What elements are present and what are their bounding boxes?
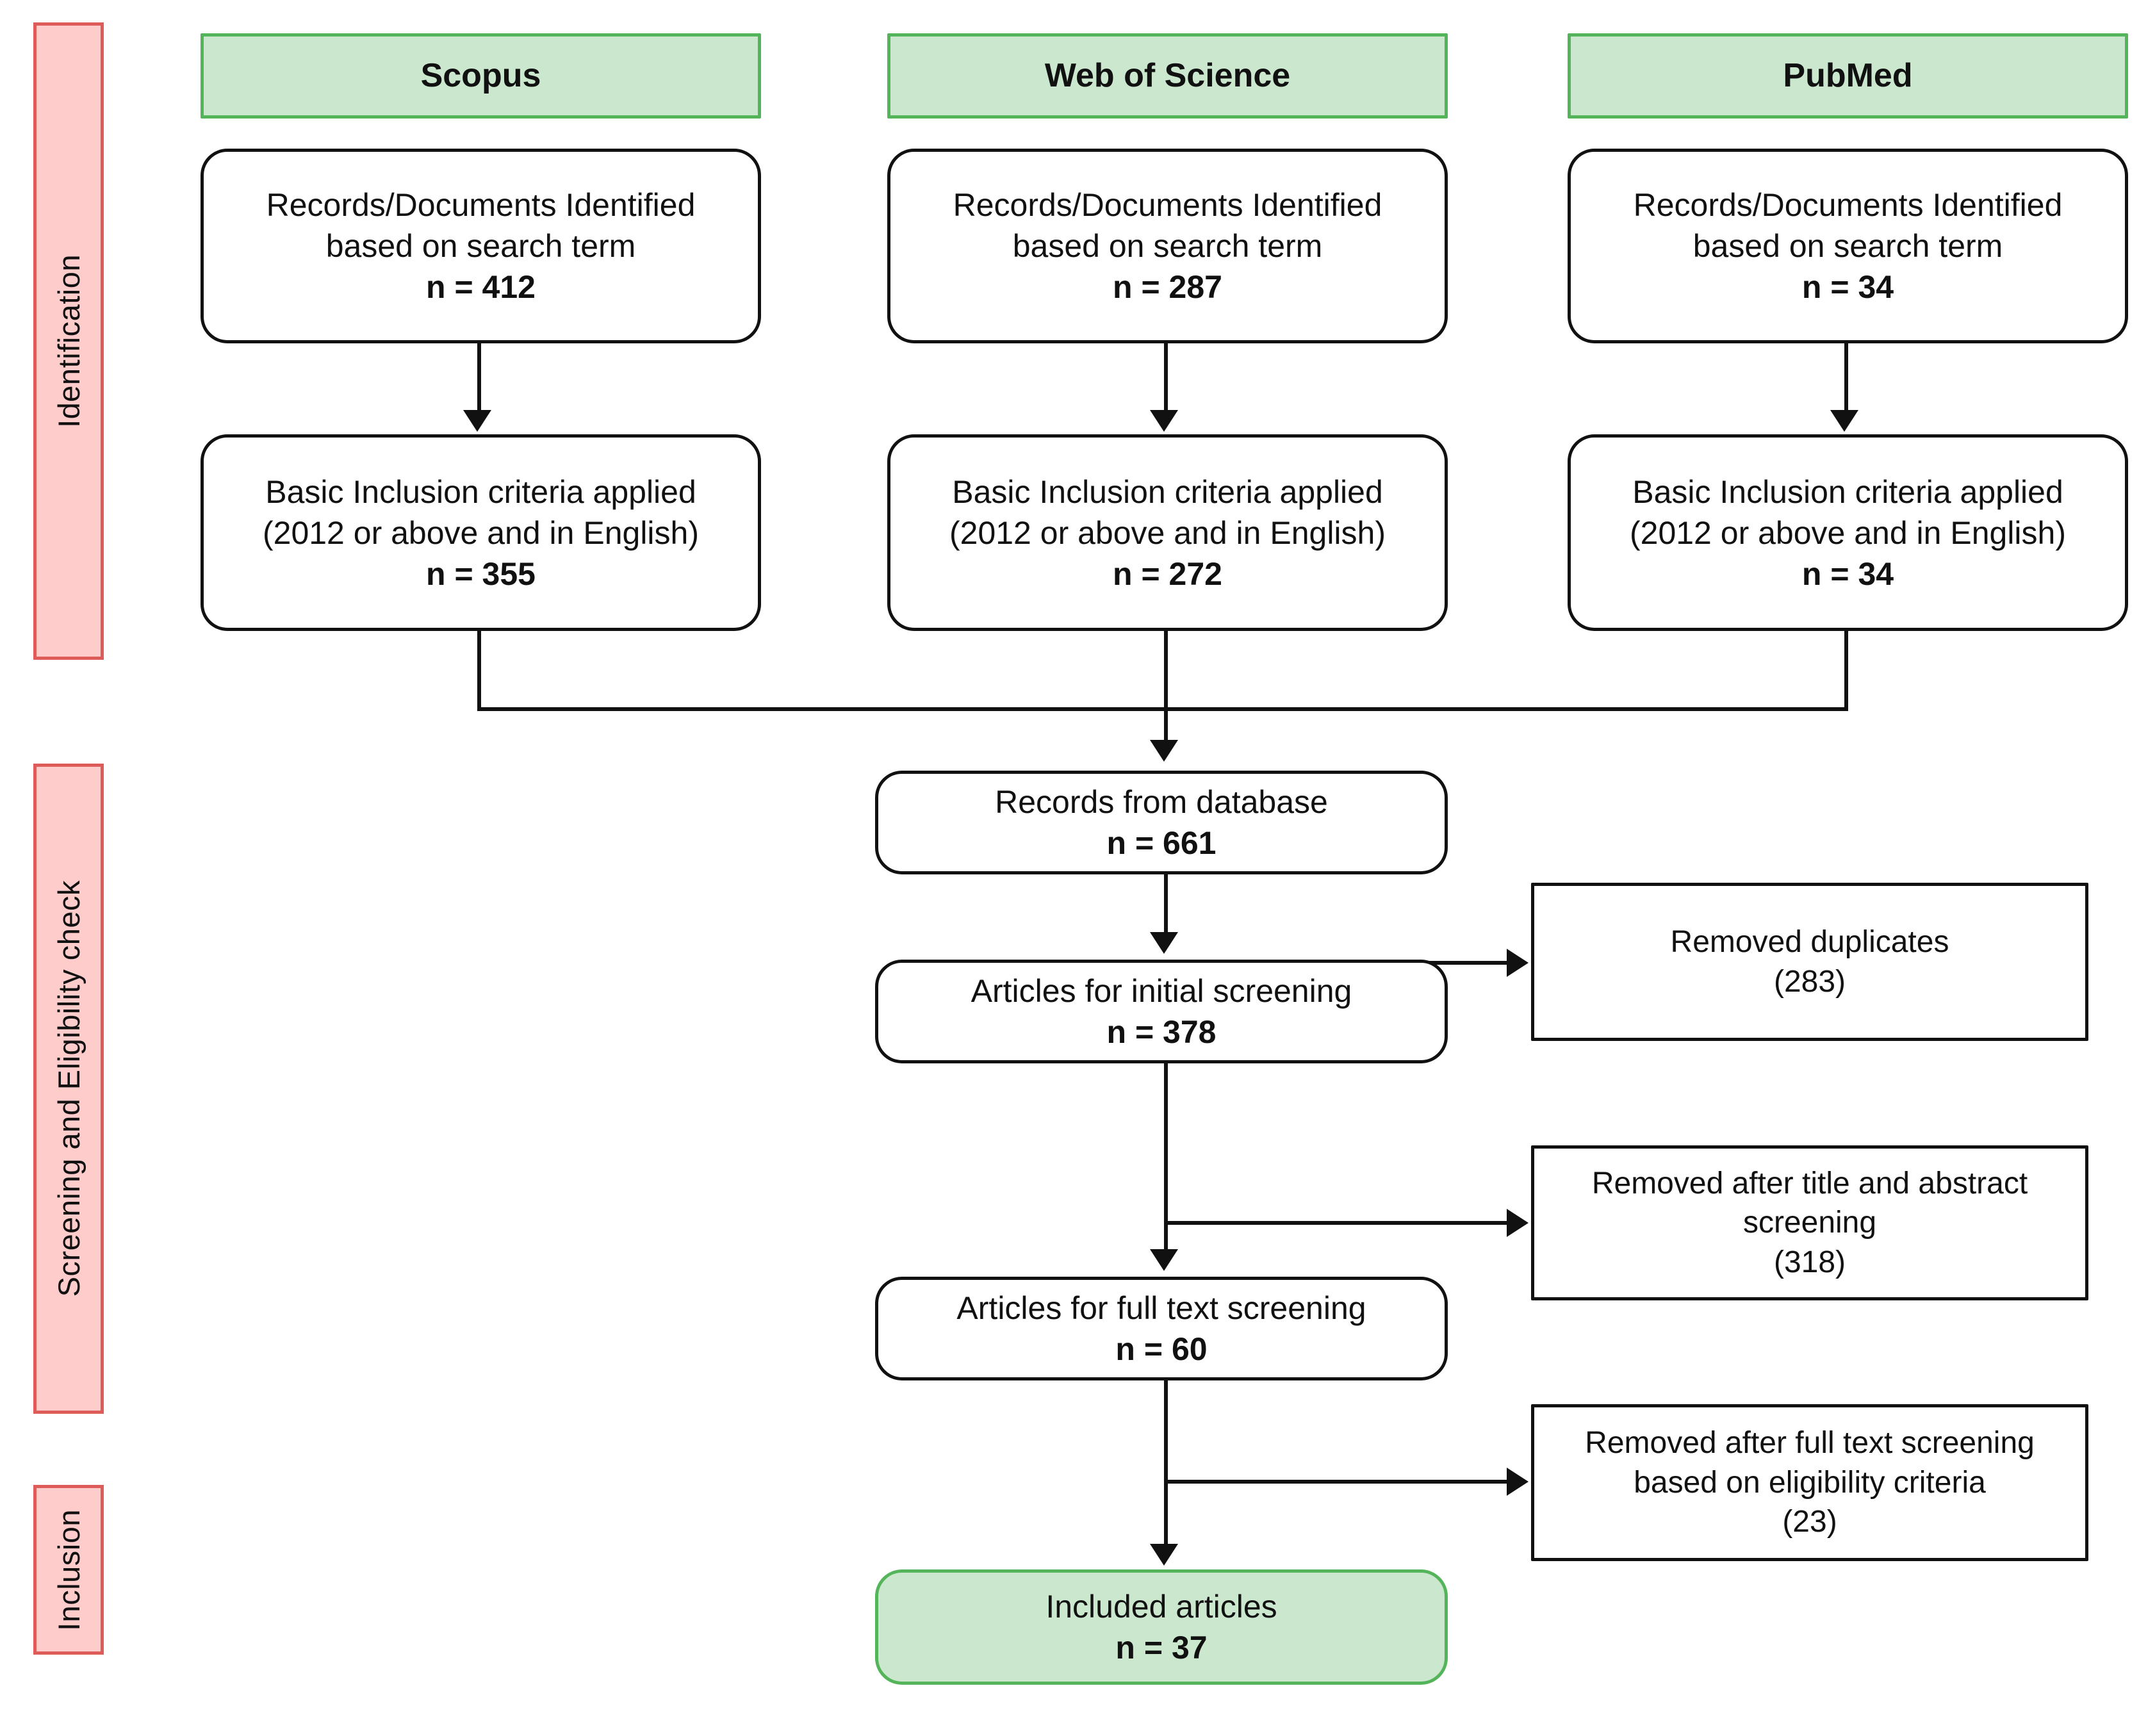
arrow-wos-down	[1150, 410, 1178, 432]
node-count: n = 272	[1113, 555, 1222, 592]
node-label: Included articles	[1045, 1589, 1277, 1625]
node-count: n = 412	[426, 269, 536, 305]
node-wos-criteria: Basic Inclusion criteria applied (2012 o…	[887, 434, 1448, 631]
node-count: n = 378	[1106, 1014, 1217, 1050]
node-line-2: based on eligibility criteria	[1634, 1465, 1986, 1500]
node-count: n = 287	[1113, 269, 1222, 305]
node-count: n = 60	[1115, 1331, 1208, 1367]
arrow-scopus-down	[463, 410, 491, 432]
phase-bar-identification: Identification	[33, 22, 104, 660]
merge-stem-center	[1164, 631, 1168, 743]
connector-wos-vertical	[1164, 343, 1168, 413]
node-line-1: Basic Inclusion criteria applied	[952, 473, 1383, 510]
node-line-2: (2012 or above and in English)	[1629, 514, 2066, 551]
arrow-merge-down	[1150, 740, 1178, 762]
node-included-articles: Included articles n = 37	[875, 1569, 1448, 1685]
source-header-pubmed: PubMed	[1568, 33, 2128, 119]
arrow-records-down	[1150, 932, 1178, 954]
node-count: n = 37	[1115, 1630, 1208, 1666]
node-count: n = 661	[1106, 825, 1217, 861]
branch-to-removed-title-abstract	[1164, 1221, 1510, 1225]
node-line-2: based on search term	[325, 228, 636, 264]
node-removed-title-abstract: Removed after title and abstract screeni…	[1531, 1145, 2088, 1300]
node-wos-identified: Records/Documents Identified based on se…	[887, 149, 1448, 343]
node-line-1: Basic Inclusion criteria applied	[265, 473, 696, 510]
source-header-web-of-science: Web of Science	[887, 33, 1448, 119]
node-full-text-screening: Articles for full text screening n = 60	[875, 1277, 1448, 1380]
phase-label-identification: Identification	[51, 254, 86, 428]
branch-to-removed-full-text	[1164, 1480, 1510, 1484]
connector-records-vertical	[1164, 874, 1168, 934]
arrow-initial-down	[1150, 1249, 1178, 1271]
node-count: (283)	[1773, 964, 1846, 999]
phase-bar-inclusion: Inclusion	[33, 1485, 104, 1655]
node-line-2: based on search term	[1692, 228, 2003, 264]
node-initial-screening: Articles for initial screening n = 378	[875, 960, 1448, 1063]
phase-bar-screening: Screening and Eligibility check	[33, 764, 104, 1414]
node-line-1: Removed after full text screening	[1585, 1426, 2035, 1461]
merge-stem-scopus	[477, 631, 481, 711]
node-line-2: based on search term	[1012, 228, 1323, 264]
phase-label-screening: Screening and Eligibility check	[51, 880, 86, 1297]
source-header-scopus: Scopus	[201, 33, 761, 119]
node-line-1: Records/Documents Identified	[1633, 187, 2063, 223]
connector-pubmed-vertical	[1844, 343, 1848, 413]
node-count: n = 355	[426, 555, 536, 592]
node-count: (318)	[1773, 1245, 1846, 1279]
node-line-1: Records/Documents Identified	[953, 187, 1382, 223]
node-line-2: screening	[1742, 1206, 1877, 1240]
arrow-removed-title-abstract	[1507, 1209, 1528, 1237]
node-line-2: (2012 or above and in English)	[949, 514, 1386, 551]
arrow-pubmed-down	[1830, 410, 1858, 432]
node-removed-duplicates: Removed duplicates (283)	[1531, 883, 2088, 1041]
node-line-2: (2012 or above and in English)	[262, 514, 699, 551]
arrow-included-down	[1150, 1544, 1178, 1566]
node-pubmed-identified: Records/Documents Identified based on se…	[1568, 149, 2128, 343]
source-header-label: PubMed	[1783, 57, 1913, 95]
merge-horizontal-bus	[477, 707, 1848, 711]
node-line-1: Basic Inclusion criteria applied	[1632, 473, 2063, 510]
connector-initial-vertical	[1164, 1063, 1168, 1251]
node-pubmed-criteria: Basic Inclusion criteria applied (2012 o…	[1568, 434, 2128, 631]
arrow-removed-full-text	[1507, 1468, 1528, 1496]
node-scopus-identified: Records/Documents Identified based on se…	[201, 149, 761, 343]
node-scopus-criteria: Basic Inclusion criteria applied (2012 o…	[201, 434, 761, 631]
node-label: Records from database	[995, 784, 1328, 820]
node-label: Articles for initial screening	[971, 973, 1352, 1009]
merge-stem-pubmed	[1844, 631, 1848, 711]
connector-scopus-vertical	[477, 343, 481, 413]
node-line-1: Removed duplicates	[1670, 925, 1949, 960]
node-removed-full-text: Removed after full text screening based …	[1531, 1404, 2088, 1561]
arrow-removed-duplicates	[1507, 949, 1528, 977]
node-count: n = 34	[1801, 269, 1894, 305]
phase-label-inclusion: Inclusion	[51, 1509, 86, 1631]
node-label: Articles for full text screening	[956, 1290, 1366, 1326]
node-line-1: Removed after title and abstract	[1591, 1166, 2028, 1200]
node-count: (23)	[1782, 1505, 1837, 1539]
connector-fulltext-vertical	[1164, 1380, 1168, 1546]
node-line-1: Records/Documents Identified	[266, 187, 696, 223]
node-count: n = 34	[1801, 555, 1894, 592]
node-records-from-database: Records from database n = 661	[875, 771, 1448, 874]
source-header-label: Web of Science	[1044, 57, 1291, 95]
source-header-label: Scopus	[420, 57, 541, 95]
